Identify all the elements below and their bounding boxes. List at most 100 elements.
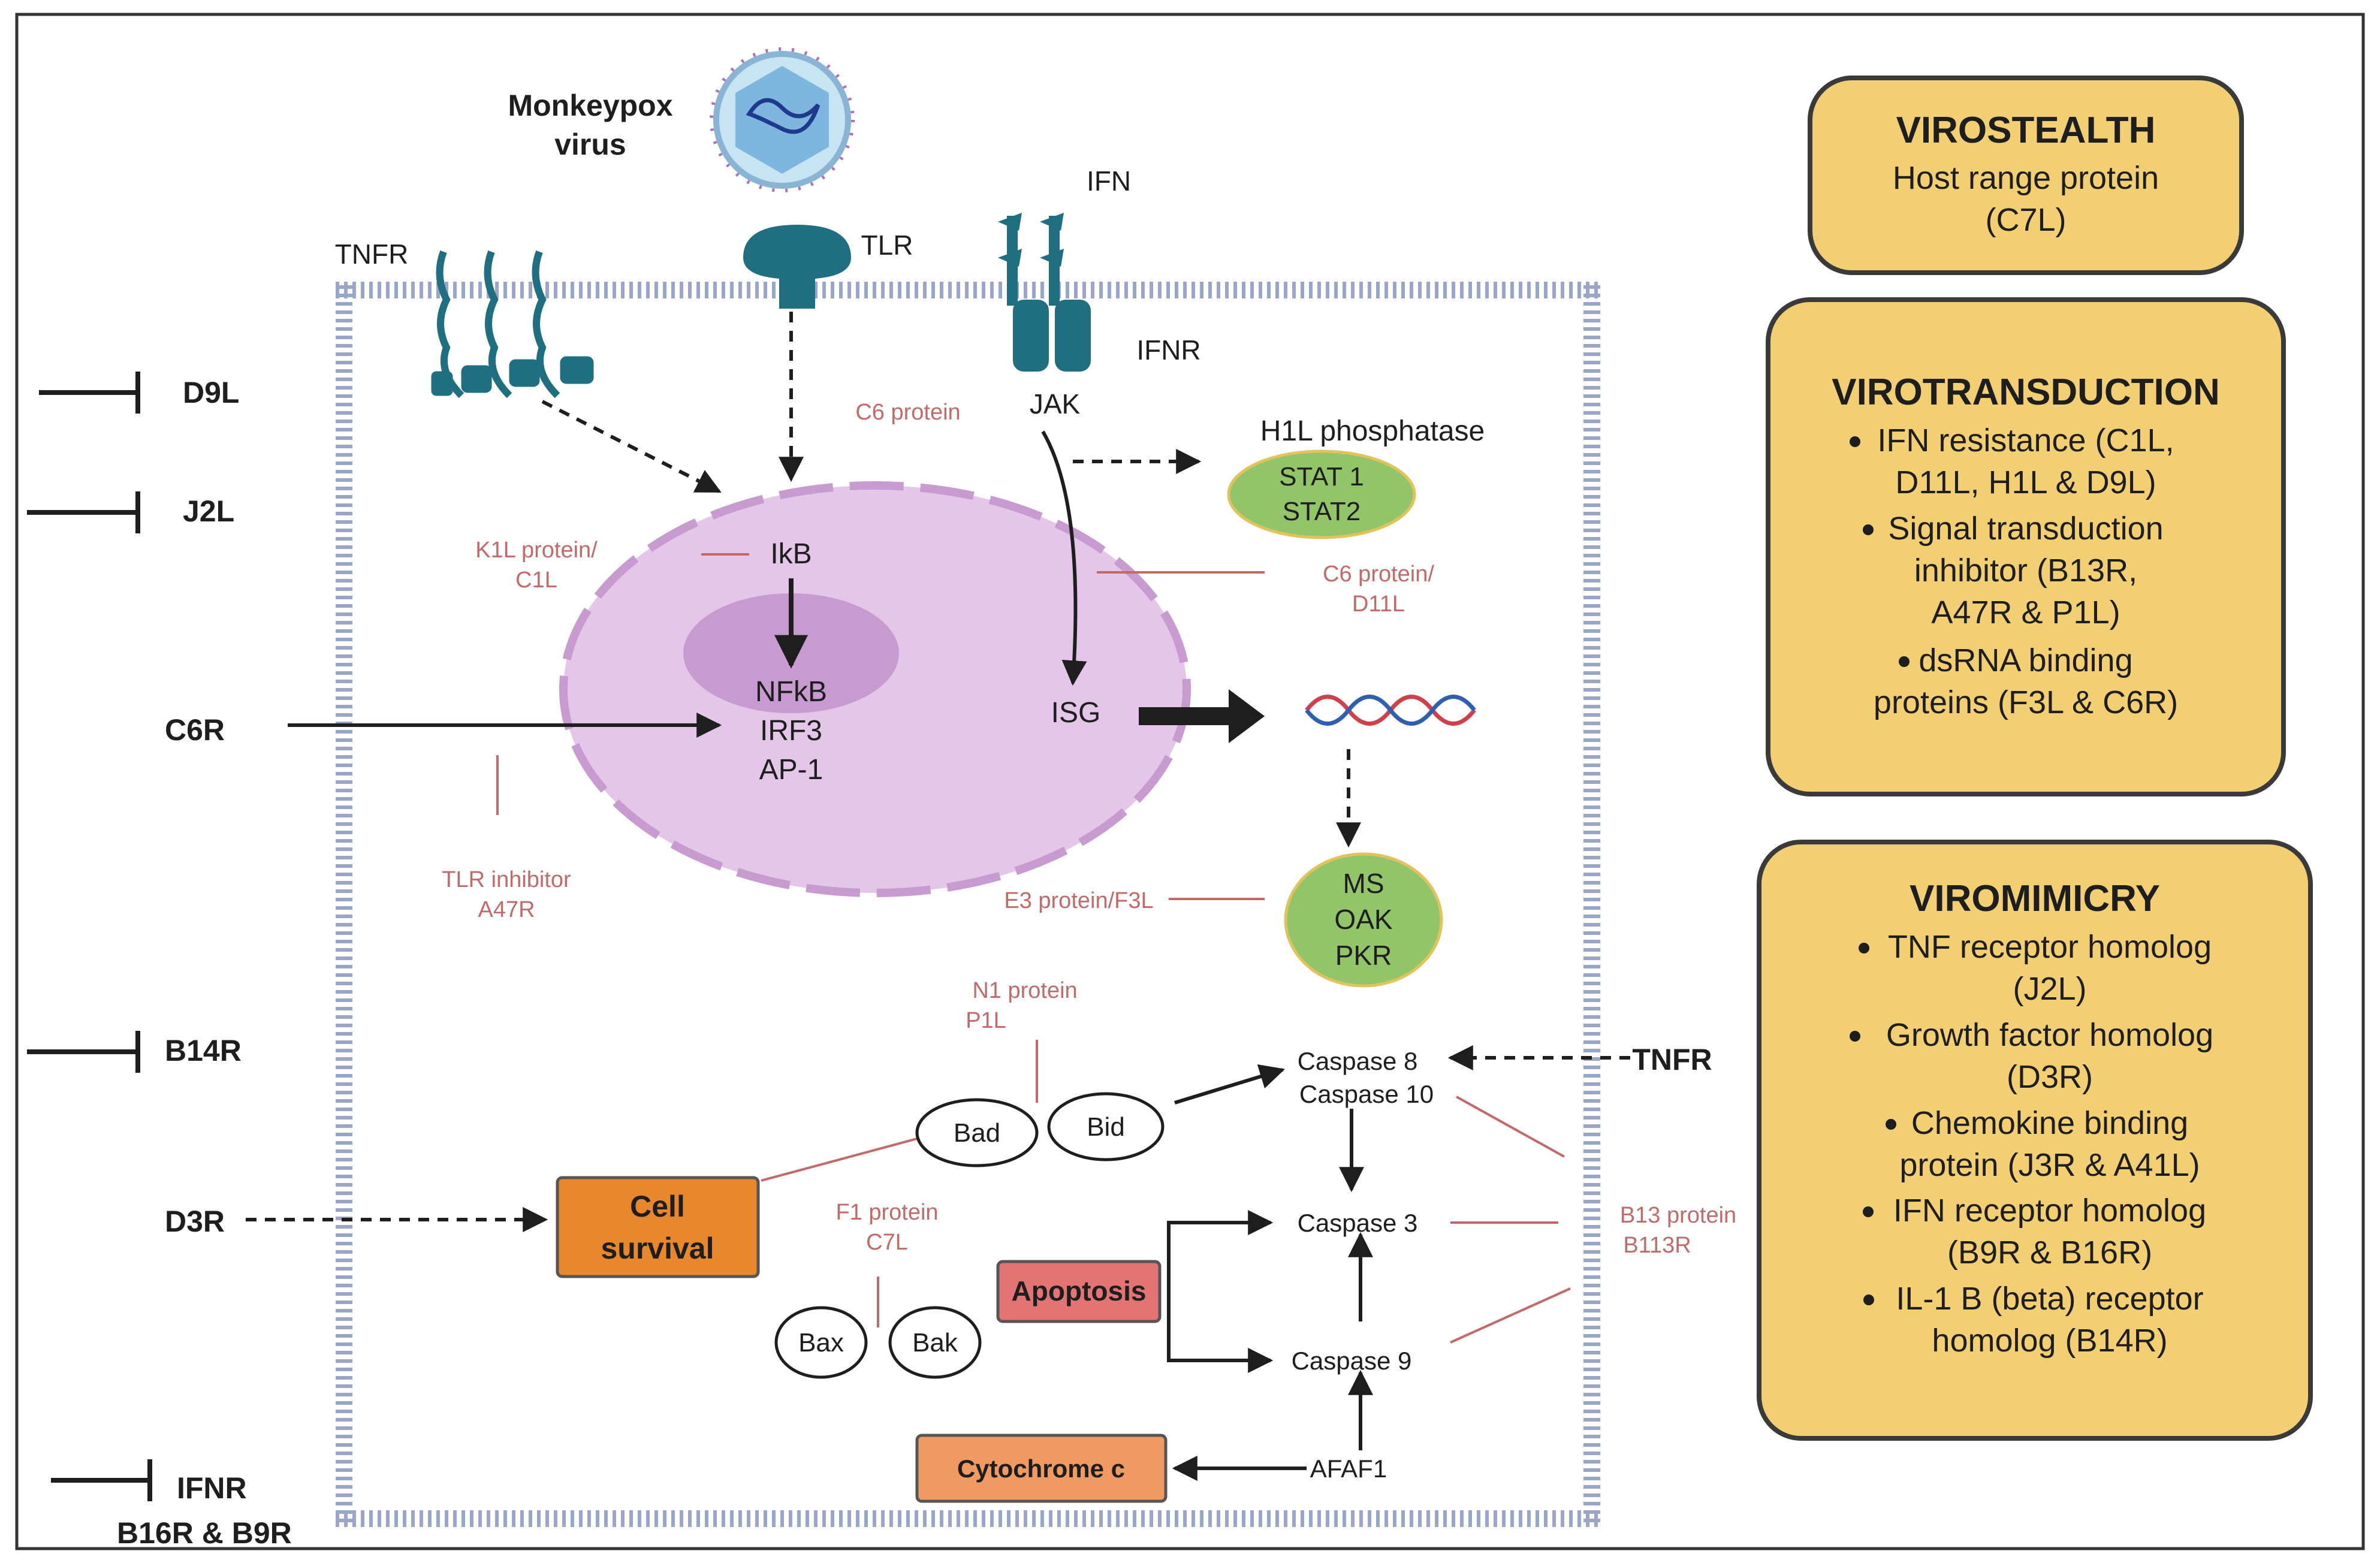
caspase8-label: Caspase 8 [1298, 1047, 1418, 1075]
nfkb-label: NFkB [755, 676, 827, 708]
virostealth-panel [1808, 76, 2244, 275]
viromimicry-bullets [1850, 943, 1896, 1305]
b16r-b9r-label: B16R & B9R [117, 1516, 292, 1550]
j2l-label: J2L [183, 494, 234, 528]
virostealth-line-1: Host range protein [1893, 160, 2159, 196]
ms-label: MS [1343, 868, 1384, 899]
ikb-label: IkB [770, 538, 812, 570]
c6-d11l-label-1: C6 protein/ [1323, 562, 1434, 587]
isg-label: ISG [1051, 697, 1101, 729]
h1l-phosphatase-label: H1L phosphatase [1260, 415, 1485, 447]
tlr-label: TLR [861, 230, 913, 261]
irf3-label: IRF3 [760, 715, 822, 747]
caspase9-label: Caspase 9 [1292, 1347, 1412, 1375]
cell-survival-box [556, 1176, 760, 1278]
virostealth-title: VIROSTEALTH [1896, 110, 2156, 151]
bak-label: Bak [912, 1328, 958, 1357]
caspase10-label: Caspase 10 [1299, 1080, 1434, 1108]
virotransduction-line: Signal transduction [1888, 511, 2163, 547]
viromimicry-line: protein (J3R & A41L) [1899, 1147, 2200, 1183]
virotransduction-line: dsRNA binding [1919, 642, 2132, 678]
b14r-label: B14R [165, 1034, 242, 1067]
viromimicry-line: (B9R & B16R) [1947, 1235, 2152, 1271]
viromimicry-line: (J2L) [2013, 971, 2086, 1007]
d3r-label: D3R [165, 1205, 225, 1238]
k1l-label-2: C1L [515, 568, 557, 593]
b13-protein-label-1: B13 protein [1620, 1203, 1736, 1228]
isg-arrow [1139, 689, 1265, 743]
ifnr-label: IFNR [1136, 334, 1200, 366]
stat2-label: STAT2 [1283, 497, 1361, 526]
cytochrome-label: Cytochrome c [957, 1455, 1125, 1483]
bax-label: Bax [798, 1328, 844, 1357]
apoptosis-label: Apoptosis [1012, 1275, 1147, 1306]
b13-protein-label-2: B113R [1623, 1233, 1691, 1258]
stat-ellipse [1227, 449, 1416, 539]
tlr-inhibitor-label-1: TLR inhibitor [442, 867, 571, 892]
nucleus [559, 481, 1191, 897]
viromimicry-title: VIROMIMICRY [1910, 878, 2160, 919]
bad-label: Bad [954, 1118, 1000, 1148]
virotransduction-line: inhibitor (B13R, [1914, 553, 2137, 589]
afaf1-label: AFAF1 [1310, 1455, 1387, 1483]
ap1-label: AP-1 [759, 754, 824, 786]
k1l-label-1: K1L protein/ [475, 538, 598, 563]
cell-survival-label-1: Cell [630, 1190, 685, 1223]
stat1-label: STAT 1 [1279, 462, 1364, 491]
ms-oak-pkr-circle [1284, 852, 1443, 988]
viromimicry-line: IL-1 B (beta) receptor [1896, 1281, 2203, 1317]
c6-d11l-label-2: D11L [1352, 592, 1405, 617]
bid-label: Bid [1087, 1112, 1125, 1142]
c6-protein-label: C6 protein [855, 400, 960, 425]
tnfr-label: TNFR [335, 239, 409, 270]
tlr-inhibitor-label-2: A47R [478, 897, 535, 922]
tnfr-receptor-icon [431, 250, 594, 399]
f1-protein-label-2: C7L [866, 1230, 908, 1255]
figure-frame [15, 13, 2365, 1550]
dna-icon [1305, 695, 1476, 726]
viromimicry-panel [1757, 840, 2313, 1441]
viromimicry-line: (D3R) [2007, 1059, 2093, 1095]
virotransduction-line: A47R & P1L) [1931, 595, 2120, 630]
virus-icon [710, 47, 855, 192]
ifnr-receptor-icon [998, 213, 1091, 372]
virus-label-1: Monkeypox [508, 89, 672, 122]
viromimicry-line: IFN receptor homolog [1893, 1193, 2206, 1229]
virotransduction-title: VIROTRANSDUCTION [1832, 372, 2220, 413]
virostealth-line-2: (C7L) [1985, 202, 2066, 238]
viromimicry-line: Growth factor homolog [1886, 1017, 2213, 1053]
jak-label: JAK [1030, 388, 1081, 420]
virotransduction-bullets [1850, 436, 1910, 667]
viromimicry-line: Chemokine binding [1911, 1105, 2188, 1141]
d9l-label: D9L [183, 376, 239, 409]
tnfr-right-label: TNFR [1632, 1043, 1712, 1076]
inhibitor-lines [496, 553, 1571, 1344]
cell-membrane [336, 282, 1600, 1527]
n1-protein-label-1: N1 protein [972, 978, 1077, 1003]
apoptosis-box [996, 1260, 1162, 1323]
viromimicry-line: homolog (B14R) [1932, 1323, 2167, 1359]
virotransduction-line: proteins (F3L & C6R) [1874, 684, 2178, 720]
e3-protein-label: E3 protein/F3L [1004, 888, 1153, 913]
f1-protein-label-1: F1 protein [835, 1200, 938, 1225]
pathway-arrows [246, 312, 1630, 1481]
virotransduction-line: IFN resistance (C1L, [1877, 423, 2174, 458]
virotransduction-line: D11L, H1L & D9L) [1895, 464, 2156, 500]
n1-protein-label-2: P1L [966, 1008, 1006, 1033]
c6r-label: C6R [165, 713, 225, 747]
tlr-receptor-icon [743, 225, 851, 309]
virus-label-2: virus [554, 128, 626, 161]
pkr-label: PKR [1335, 940, 1392, 971]
ifnr-inhibitor-label: IFNR [177, 1471, 247, 1505]
virotransduction-panel [1766, 297, 2286, 796]
oak-label: OAK [1334, 904, 1392, 935]
cell-survival-label-2: survival [601, 1232, 714, 1265]
apoptosis-nodes [774, 1092, 1165, 1379]
cytochrome-box [915, 1434, 1168, 1503]
viromimicry-line: TNF receptor homolog [1888, 929, 2212, 965]
ifn-label: IFN [1087, 165, 1131, 197]
caspase3-label: Caspase 3 [1298, 1209, 1418, 1237]
inhibitor-bars [27, 372, 152, 1501]
